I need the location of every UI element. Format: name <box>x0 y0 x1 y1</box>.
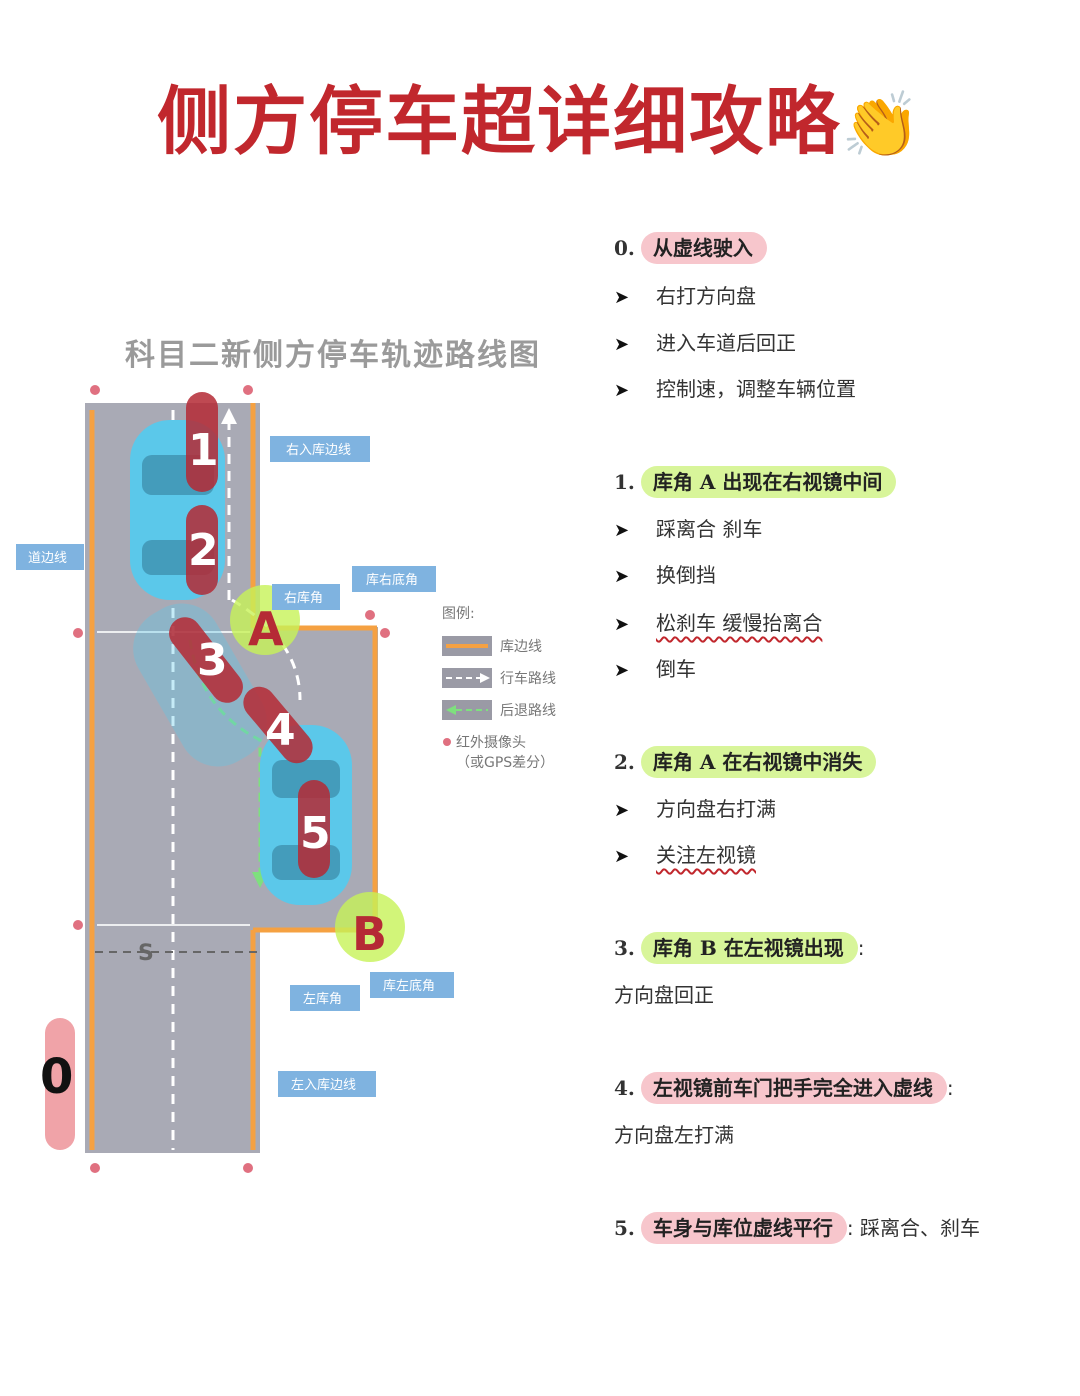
arrow-icon: ➤ <box>614 660 630 681</box>
marker-0: 0 <box>40 1049 73 1105</box>
step-1-heading: 1.库角 A 出现在右视镜中间 <box>614 466 897 498</box>
corner-b: B <box>352 907 387 961</box>
step-0-heading: 0.从虚线驶入 <box>614 232 767 264</box>
marker-zero <box>45 1018 75 1150</box>
step-4-text: 方向盘左打满 <box>614 1123 734 1147</box>
arrow-icon: ➤ <box>614 614 630 635</box>
step-2-heading: 2.库角 A 在右视镜中消失 <box>614 746 877 778</box>
marker-1: 1 <box>188 425 219 476</box>
legend-item-reverse-path: 后退路线 <box>500 703 556 719</box>
legend-camera: 红外摄像头 <box>456 735 526 751</box>
s-mark: S <box>138 941 154 966</box>
step-1-bullet-1: ➤踩离合 刹车 <box>614 517 763 541</box>
car-ghost <box>133 603 267 767</box>
step-2-bullet-2: ➤关注左视镜 <box>614 843 756 867</box>
arrow-icon: ➤ <box>614 520 630 541</box>
legend-item-drive-path: 行车路线 <box>500 670 556 687</box>
step-4-heading: 4.左视镜前车门把手完全进入虚线: <box>614 1072 954 1104</box>
corner-a: A <box>248 602 284 656</box>
arrow-icon: ➤ <box>614 800 630 821</box>
marker-3: 3 <box>197 635 228 686</box>
step-2-bullet-1: ➤方向盘右打满 <box>614 797 776 821</box>
diagram-title: 科目二新侧方停车轨迹路线图 <box>125 338 541 373</box>
legend-title: 图例: <box>442 606 475 622</box>
page-title: 侧方停车超详细攻略👏 <box>0 62 1080 169</box>
marker-5: 5 <box>300 808 331 859</box>
label-road-edge: 道边线 <box>28 551 67 566</box>
step-5-heading: 5.车身与库位虚线平行: 踩离合、刹车 <box>614 1212 980 1244</box>
label-left-corner: 左库角 <box>303 991 342 1007</box>
label-right-entry-line: 右入库边线 <box>286 442 351 458</box>
step-0-bullet-2: ➤进入车道后回正 <box>614 331 796 355</box>
label-left-bottom-corner: 库左底角 <box>383 978 435 994</box>
label-right-bottom-corner: 库右底角 <box>366 572 418 588</box>
arrow-icon: ➤ <box>614 380 630 401</box>
legend: 图例: 库边线 行车路线 后退路线 红外摄像头 （或GPS差分） <box>442 606 556 771</box>
marker-4: 4 <box>265 705 296 756</box>
clapping-hands-icon: 👏 <box>841 88 923 163</box>
step-3-text: 方向盘回正 <box>614 983 714 1007</box>
marker-2: 2 <box>188 525 219 576</box>
step-0-bullet-1: ➤右打方向盘 <box>614 284 756 308</box>
arrow-icon: ➤ <box>614 846 630 867</box>
step-1-bullet-3: ➤松刹车 缓慢抬离合 <box>614 611 823 635</box>
step-3-heading: 3.库角 B 在左视镜出现: <box>614 932 864 964</box>
arrow-icon: ➤ <box>614 334 630 355</box>
step-1-bullet-2: ➤换倒挡 <box>614 563 716 587</box>
arrow-icon: ➤ <box>614 566 630 587</box>
legend-camera-note: （或GPS差分） <box>456 755 554 771</box>
label-left-entry-line: 左入库边线 <box>291 1077 356 1093</box>
label-right-corner: 右库角 <box>284 590 323 606</box>
step-0-bullet-3: ➤控制速，调整车辆位置 <box>614 377 856 401</box>
arrow-icon: ➤ <box>614 287 630 308</box>
step-1-bullet-4: ➤倒车 <box>614 657 696 681</box>
title-text: 侧方停车超详细攻略 <box>157 79 842 165</box>
parking-diagram: S 1 2 3 4 5 0 A B <box>16 385 556 1173</box>
legend-item-lane-line: 库边线 <box>500 639 542 655</box>
